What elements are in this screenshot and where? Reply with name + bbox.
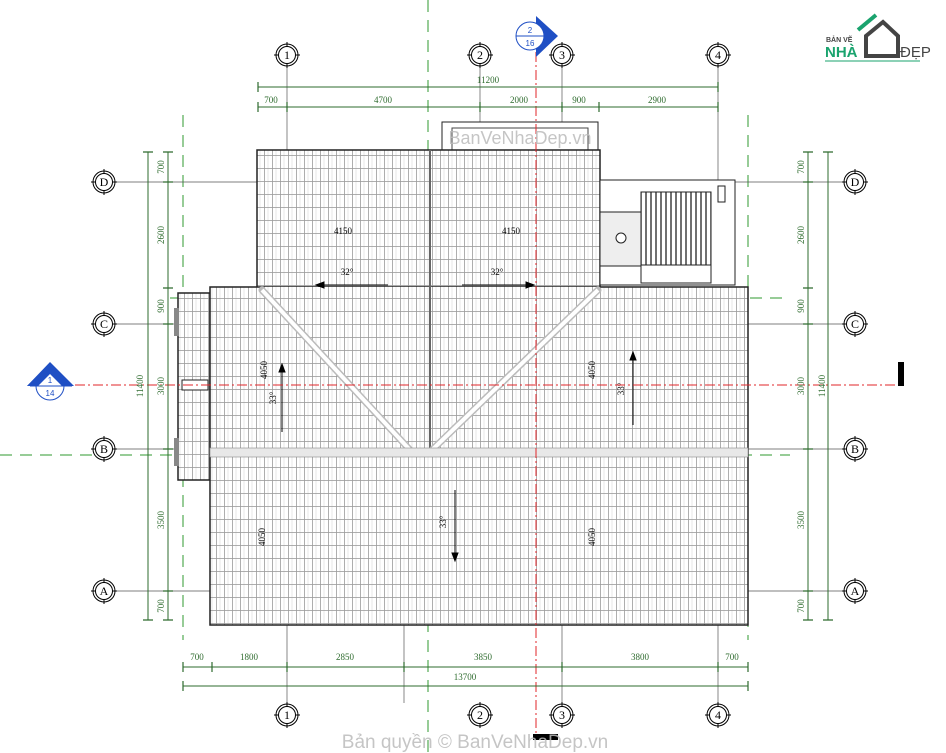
dim-bottom-2: 1800 xyxy=(240,652,259,662)
dim-top-2: 4700 xyxy=(374,95,393,105)
dim-right-3: 900 xyxy=(796,299,806,313)
section-number: 2 xyxy=(528,26,533,35)
dim-bottom-5: 3800 xyxy=(631,652,650,662)
upper-left-slope-label: 32° xyxy=(341,267,354,277)
left-slope-label: 33° xyxy=(268,391,278,404)
grid-bubble-row-B: B xyxy=(91,436,117,462)
section-marker-2-16[interactable]: 2 16 xyxy=(515,16,558,57)
grid-bubble-row-C: C xyxy=(842,311,868,337)
section-sheet: 16 xyxy=(526,39,535,48)
lower-left-length-label: 4050 xyxy=(257,528,267,547)
ridge-band xyxy=(209,447,749,458)
grid-bubble-col-1: 1 xyxy=(274,702,300,728)
grid-bubble-col-4: 4 xyxy=(705,42,731,68)
watermark-top: BanVeNhaDep.vn xyxy=(448,128,591,148)
grid-bubble-label: 3 xyxy=(559,708,565,722)
logo-line2: NHÀ xyxy=(825,44,858,61)
right-slope-label: 33° xyxy=(616,382,626,395)
grid-bubble-label: 2 xyxy=(477,708,483,722)
grid-bubble-row-B: B xyxy=(842,436,868,462)
dim-bottom-overall: 13700 xyxy=(454,672,477,682)
grid-bubble-row-A: A xyxy=(842,578,868,604)
upper-right-slope-label: 32° xyxy=(491,267,504,277)
lower-slope-label: 33° xyxy=(438,515,448,528)
dim-left-1: 700 xyxy=(156,160,166,174)
dim-left-5: 3500 xyxy=(156,511,166,530)
grid-bubble-label: C xyxy=(100,317,108,331)
dim-bottom-4: 3850 xyxy=(474,652,493,662)
roof xyxy=(174,121,749,626)
dim-right-6: 700 xyxy=(796,599,806,613)
logo-line3: ĐẸP xyxy=(900,44,931,61)
dim-left-3: 900 xyxy=(156,299,166,313)
logo-line1: BẢN VẼ xyxy=(826,35,853,44)
grille xyxy=(640,191,712,271)
grid-bubble-label: D xyxy=(100,175,109,189)
section-number: 1 xyxy=(48,376,53,385)
grid-bubble-row-D: D xyxy=(91,169,117,195)
dim-right-4: 3000 xyxy=(796,377,806,396)
grid-bubble-col-2: 2 xyxy=(467,42,493,68)
grid-bubble-row-C: C xyxy=(91,311,117,337)
dimension-lines xyxy=(143,82,833,691)
grid-bubble-row-A: A xyxy=(91,578,117,604)
grid-bubble-label: 2 xyxy=(477,48,483,62)
grid-bubble-label: 3 xyxy=(559,48,565,62)
watermark-bottom: Bản quyền © BanVeNhaDep.vn xyxy=(342,732,608,753)
dim-left-4: 3000 xyxy=(156,377,166,396)
grid-bubble-col-2: 2 xyxy=(467,702,493,728)
grid-bubble-col-1: 1 xyxy=(274,42,300,68)
grid-bubble-label: C xyxy=(851,317,859,331)
grid-bubble-col-3: 3 xyxy=(549,702,575,728)
grid-bubble-label: B xyxy=(100,442,108,456)
grid-bubble-col-3: 3 xyxy=(549,42,575,68)
upper-right-width-label: 4150 xyxy=(502,226,521,236)
right-length-label: 4050 xyxy=(587,361,597,380)
dim-left-6: 700 xyxy=(156,599,166,613)
brand-logo: BẢN VẼ NHÀ ĐẸP xyxy=(825,13,931,62)
grid-bubble-label: D xyxy=(851,175,860,189)
grid-bubble-label: 4 xyxy=(715,708,721,722)
section-cut-lines xyxy=(75,52,900,735)
grid-bubble-label: 1 xyxy=(284,48,290,62)
dim-top-4: 900 xyxy=(572,95,586,105)
top-box xyxy=(441,121,599,153)
dim-left-overall: 11400 xyxy=(135,374,145,397)
section-sheet: 14 xyxy=(46,389,55,398)
section-end-mark xyxy=(533,734,558,740)
section-marker-1-14[interactable]: 1 14 xyxy=(27,362,74,401)
dim-bottom-1: 700 xyxy=(190,652,204,662)
dim-top-overall: 11200 xyxy=(477,75,500,85)
grid-bubbles: 1 1 2 2 3 3 4 4 D D C xyxy=(91,42,868,728)
dim-right-1: 700 xyxy=(796,160,806,174)
section-end-mark xyxy=(898,362,904,386)
dim-left-2: 2600 xyxy=(156,226,166,245)
dim-right-2: 2600 xyxy=(796,226,806,245)
dim-top-1: 700 xyxy=(264,95,278,105)
slope-arrows xyxy=(278,281,637,563)
left-length-label: 4050 xyxy=(259,361,269,380)
grid-bubble-label: A xyxy=(851,584,860,598)
dim-top-3: 2000 xyxy=(510,95,529,105)
grid-bubble-row-D: D xyxy=(842,169,868,195)
grid-bubble-label: 4 xyxy=(715,48,721,62)
dim-bottom-6: 700 xyxy=(725,652,739,662)
dim-top-5: 2900 xyxy=(648,95,667,105)
upper-wing-roof xyxy=(256,149,601,291)
dim-right-5: 3500 xyxy=(796,511,806,530)
upper-left-width-label: 4150 xyxy=(334,226,353,236)
lower-right-length-label: 4050 xyxy=(587,528,597,547)
grid-bubble-label: B xyxy=(851,442,859,456)
grid-bubble-col-4: 4 xyxy=(705,702,731,728)
grid-bubble-label: A xyxy=(100,584,109,598)
grid-bubble-label: 1 xyxy=(284,708,290,722)
dim-bottom-3: 2850 xyxy=(336,652,355,662)
dim-right-overall: 11400 xyxy=(817,374,827,397)
